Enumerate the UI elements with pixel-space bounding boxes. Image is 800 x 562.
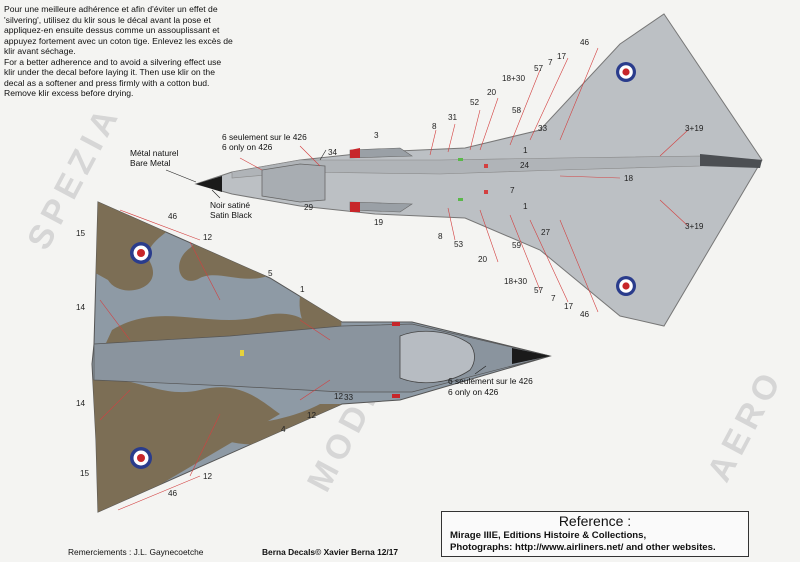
lower-canopy xyxy=(399,331,475,383)
label-metal-en: Bare Metal xyxy=(130,158,171,168)
upper-num: 18+30 xyxy=(504,277,527,286)
upper-num: 7 xyxy=(548,58,553,67)
upper-roundel-top xyxy=(616,62,636,82)
upper-num: 52 xyxy=(470,98,480,107)
upper-num: 31 xyxy=(448,113,458,122)
lower-roundel-bottom xyxy=(130,447,152,469)
lower-stencil-lines xyxy=(99,209,331,511)
lower-num: 14 xyxy=(76,399,86,408)
lower-num: 12 xyxy=(203,233,213,242)
lower-num: 12 xyxy=(203,472,213,481)
credit-text: Berna Decals© Xavier Berna 12/17 xyxy=(262,547,399,557)
upper-num: 20 xyxy=(487,88,497,97)
reference-title: Reference : xyxy=(558,513,632,529)
upper-num: 3+19 xyxy=(685,222,704,231)
upper-num: 59 xyxy=(512,241,522,250)
upper-num: 18 xyxy=(624,174,634,183)
lower-num: 46 xyxy=(168,489,178,498)
upper-view-aircraft xyxy=(194,13,763,327)
upper-num: 7 xyxy=(551,294,556,303)
label-pointers xyxy=(165,149,487,375)
upper-roundel-bottom xyxy=(616,276,636,296)
lower-num: 4 xyxy=(281,425,286,434)
upper-num: 33 xyxy=(538,124,548,133)
reference-line-1: Mirage IIIE, Editions Histoire & Collect… xyxy=(450,530,647,541)
upper-num: 1 xyxy=(523,146,528,155)
lower-num: 12 xyxy=(334,392,344,401)
lower-num: 33 xyxy=(344,393,354,402)
upper-num: 18+30 xyxy=(502,74,525,83)
thanks-text: Remerciements : J.L. Gaynecoetche xyxy=(68,547,204,557)
lower-num: 15 xyxy=(80,469,90,478)
upper-num: 7 xyxy=(510,186,515,195)
instructions-fr: Pour une meilleure adhérence et afin d'é… xyxy=(4,4,233,56)
upper-num: 53 xyxy=(454,240,464,249)
upper-num: 58 xyxy=(512,106,522,115)
upper-num: 20 xyxy=(478,255,488,264)
upper-num: 3+19 xyxy=(685,124,704,133)
instructions-block: Pour une meilleure adhérence et afin d'é… xyxy=(4,4,234,99)
upper-num: 46 xyxy=(580,310,590,319)
instructions-en: For a better adherence and to avoid a si… xyxy=(4,56,222,99)
lower-num: 46 xyxy=(168,212,178,221)
nose-cone-black xyxy=(196,176,222,192)
upper-num: 8 xyxy=(438,232,443,241)
upper-num: 19 xyxy=(374,218,384,227)
lower-num: 5 xyxy=(268,269,273,278)
upper-num: 8 xyxy=(432,122,437,131)
upper-num: 46 xyxy=(580,38,590,47)
upper-num: 57 xyxy=(534,286,544,295)
upper-num: 57 xyxy=(534,64,544,73)
lower-num: 14 xyxy=(76,303,86,312)
upper-num: 29 xyxy=(304,203,314,212)
upper-num: 34 xyxy=(328,148,338,157)
lower-roundel-top xyxy=(130,242,152,264)
upper-num: 24 xyxy=(520,161,530,170)
label-metal-fr: Métal naturel xyxy=(130,148,179,158)
upper-num: 17 xyxy=(557,52,567,61)
upper-num: 1 xyxy=(523,202,528,211)
lower-num: 1 xyxy=(300,285,305,294)
label-satin-en: Satin Black xyxy=(210,210,252,220)
label-satin-fr: Noir satiné xyxy=(210,200,251,210)
upper-num: 3 xyxy=(374,131,379,140)
reference-box: Reference : Mirage IIIE, Editions Histoi… xyxy=(441,511,749,557)
upper-num: 17 xyxy=(564,302,574,311)
label-only426-lower-fr: 6 seulement sur le 426 xyxy=(448,376,533,386)
lower-num: 12 xyxy=(307,411,317,420)
lower-num: 15 xyxy=(76,229,86,238)
upper-stencil-lines xyxy=(239,47,689,313)
label-only426-lower-en: 6 only on 426 xyxy=(448,387,499,397)
label-only426-upper-en: 6 only on 426 xyxy=(222,142,273,152)
lower-nose-black xyxy=(512,348,550,364)
label-only426-upper-fr: 6 seulement sur le 426 xyxy=(222,132,307,142)
canopy xyxy=(261,163,326,203)
lower-view-aircraft xyxy=(91,201,552,513)
upper-num: 27 xyxy=(541,228,551,237)
reference-line-2: Photographs: http://www.airliners.net/ a… xyxy=(450,542,716,553)
